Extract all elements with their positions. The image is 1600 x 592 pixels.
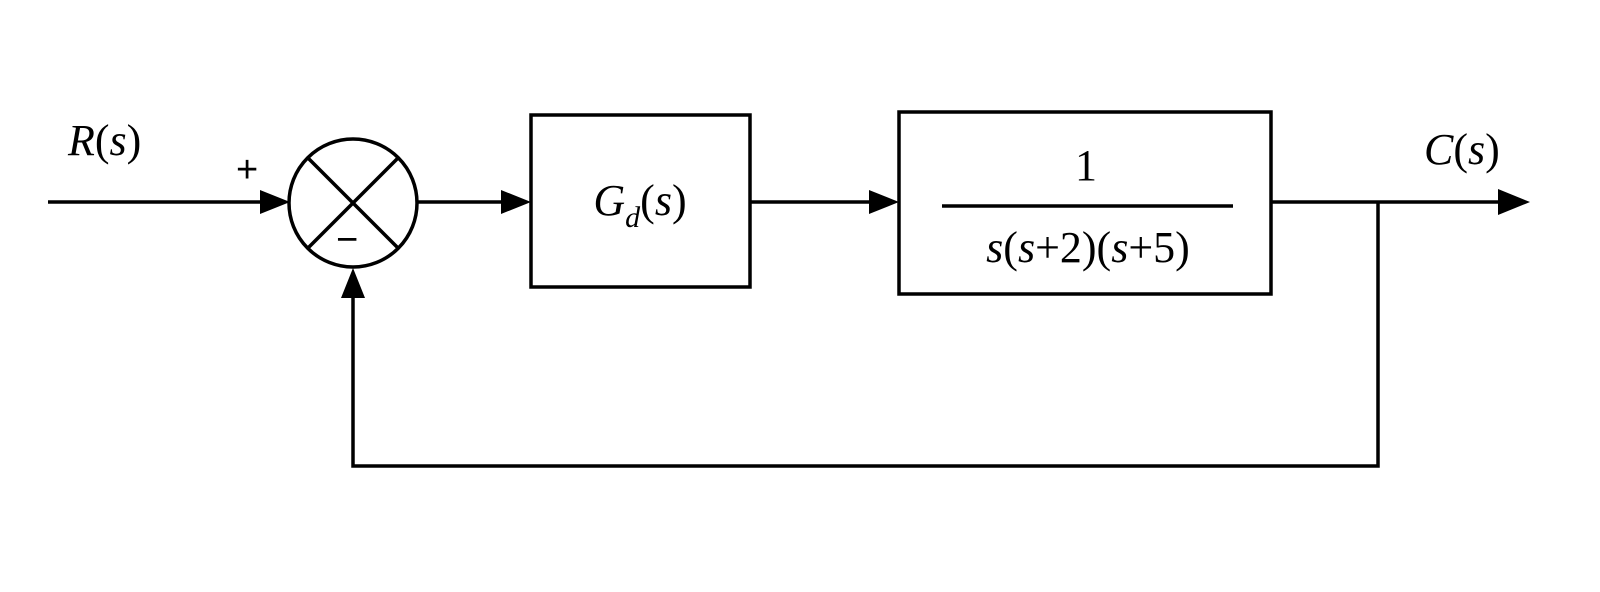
plant-input-arrowhead — [869, 190, 899, 214]
feedback-path — [351, 202, 1380, 468]
controller-label: Gd(s) — [593, 176, 686, 234]
plant-numerator: 1 — [1075, 141, 1097, 190]
feedback-arrowhead — [341, 268, 365, 298]
output-label: C(s) — [1424, 125, 1500, 174]
minus-sign: − — [336, 219, 358, 261]
plus-sign: + — [236, 149, 258, 191]
plant-denominator: s(s+2)(s+5) — [986, 223, 1190, 272]
summing-junction-cross-b — [306, 156, 400, 250]
input-arrowhead — [260, 190, 290, 214]
controller-input-arrowhead — [501, 190, 531, 214]
output-arrowhead — [1498, 189, 1530, 215]
input-label: R(s) — [67, 116, 141, 165]
